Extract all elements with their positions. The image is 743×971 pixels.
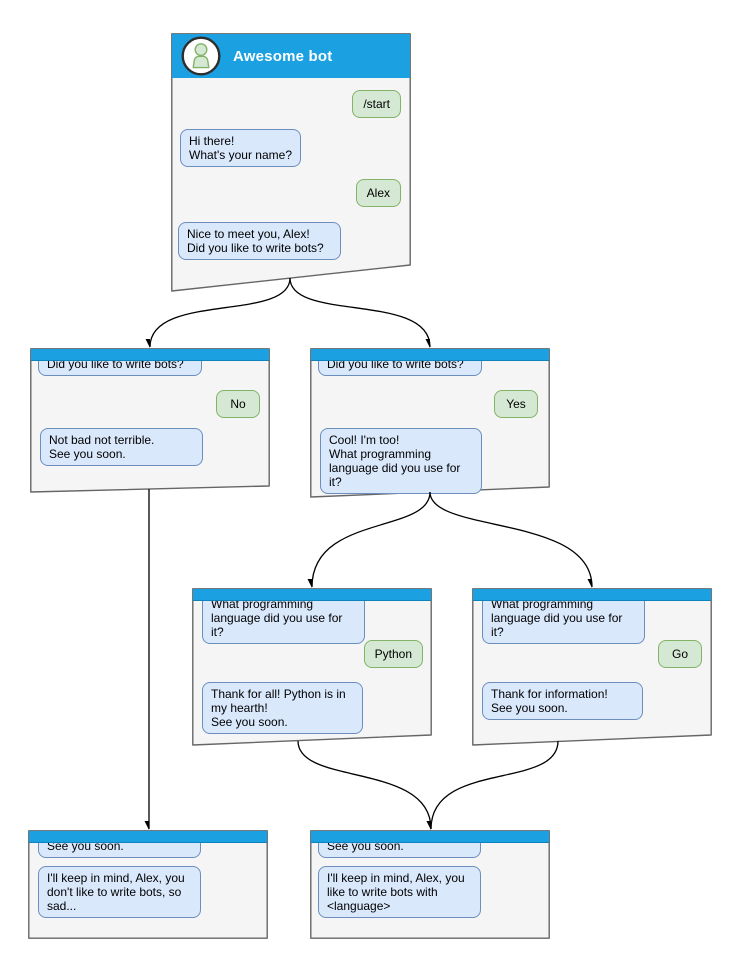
- bot-message-bubble: Thank for information! See you soon.: [482, 682, 643, 720]
- chat-window-branch-no: Did you like to write bots? No Not bad n…: [30, 348, 270, 493]
- edge-branch-yes-to-python: [312, 491, 431, 587]
- chat-window-branch-go: What programming language did you use fo…: [472, 588, 712, 746]
- edge-go-to-end-language: [431, 740, 559, 829]
- edge-branch-yes-to-go: [429, 491, 593, 587]
- window-titlebar: [29, 831, 267, 843]
- edge-python-to-end-language: [297, 740, 432, 829]
- bot-message-bubble: I'll keep in mind, Alex, you don't like …: [38, 866, 201, 918]
- bot-message-bubble: Not bad not terrible. See you soon.: [40, 428, 203, 466]
- chat-window-end-language: See you soon. I'll keep in mind, Alex, y…: [310, 830, 550, 939]
- bot-message-bubble: Hi there! What's your name?: [180, 129, 301, 167]
- user-message-bubble: Yes: [494, 390, 538, 418]
- user-message-bubble: Alex: [355, 179, 401, 207]
- chat-header: Awesome bot: [172, 34, 410, 78]
- user-message-bubble: Go: [658, 640, 702, 668]
- user-message-bubble: No: [216, 390, 260, 418]
- chat-window-end-no: See you soon. I'll keep in mind, Alex, y…: [28, 830, 268, 939]
- chat-window-branch-python: What programming language did you use fo…: [192, 588, 432, 746]
- person-icon: [192, 43, 210, 69]
- window-titlebar: [193, 589, 431, 601]
- window-titlebar: [311, 831, 549, 843]
- window-titlebar: [473, 589, 711, 601]
- bot-message-bubble: I'll keep in mind, Alex, you like to wri…: [318, 866, 481, 918]
- user-message-bubble: Python: [363, 640, 423, 668]
- window-titlebar: [311, 349, 549, 361]
- chat-window-branch-yes: Did you like to write bots? Yes Cool! I'…: [310, 348, 550, 498]
- chat-window-main: /start Hi there! What's your name? Alex …: [171, 33, 411, 292]
- avatar: [181, 36, 221, 76]
- bot-name-title: Awesome bot: [233, 47, 333, 65]
- bot-message-bubble: Cool! I'm too! What programming language…: [320, 428, 482, 494]
- user-message-bubble: /start: [352, 90, 401, 118]
- bot-message-bubble: Nice to meet you, Alex! Did you like to …: [178, 222, 341, 260]
- window-titlebar: [31, 349, 269, 361]
- bot-message-bubble: Thank for all! Python is in my hearth! S…: [202, 682, 363, 734]
